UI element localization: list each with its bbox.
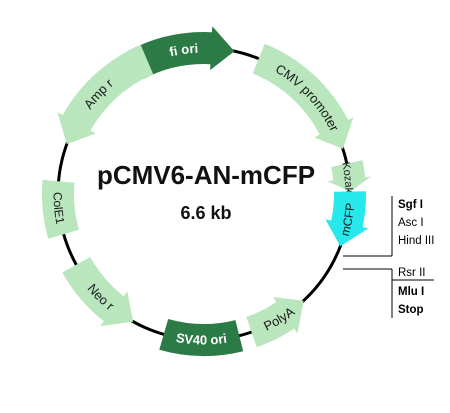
segment-sv40-ori (159, 319, 244, 357)
segment-kozak (327, 160, 372, 192)
site-rsr2: Rsr II (398, 267, 425, 279)
label-sv40-ori: SV40 ori (175, 330, 228, 348)
label-fi-ori: fi ori (168, 41, 199, 60)
segment-amp-r (57, 44, 154, 145)
site-stop: Stop (398, 304, 424, 316)
segment-cole1 (41, 179, 79, 239)
label-text-sv40-ori: SV40 ori (175, 330, 228, 348)
label-text-kozak: Kozak (339, 161, 354, 194)
plasmid-size: 6.6 kb (180, 203, 231, 223)
label-text-fi-ori: fi ori (168, 41, 199, 60)
site-hind3: Hind III (398, 235, 434, 247)
site-brackets (343, 196, 434, 318)
site-sgf1: Sgf I (398, 199, 423, 211)
label-cole1: ColE1 (50, 192, 67, 226)
site-mlu1: Mlu I (398, 286, 424, 298)
segment-fi-ori (127, 26, 235, 80)
segment-polya (246, 297, 304, 348)
segment-cmv-promoter (252, 43, 354, 149)
label-mcfp: mCFP (338, 202, 358, 237)
plasmid-name: pCMV6-AN-mCFP (97, 160, 315, 190)
label-text-cole1: ColE1 (50, 192, 67, 226)
label-text-mcfp: mCFP (338, 202, 358, 237)
site-asc1: Asc I (398, 217, 424, 229)
segment-neo-r (62, 257, 134, 327)
label-kozak: Kozak (339, 161, 354, 194)
segment-mcfp (325, 191, 369, 247)
